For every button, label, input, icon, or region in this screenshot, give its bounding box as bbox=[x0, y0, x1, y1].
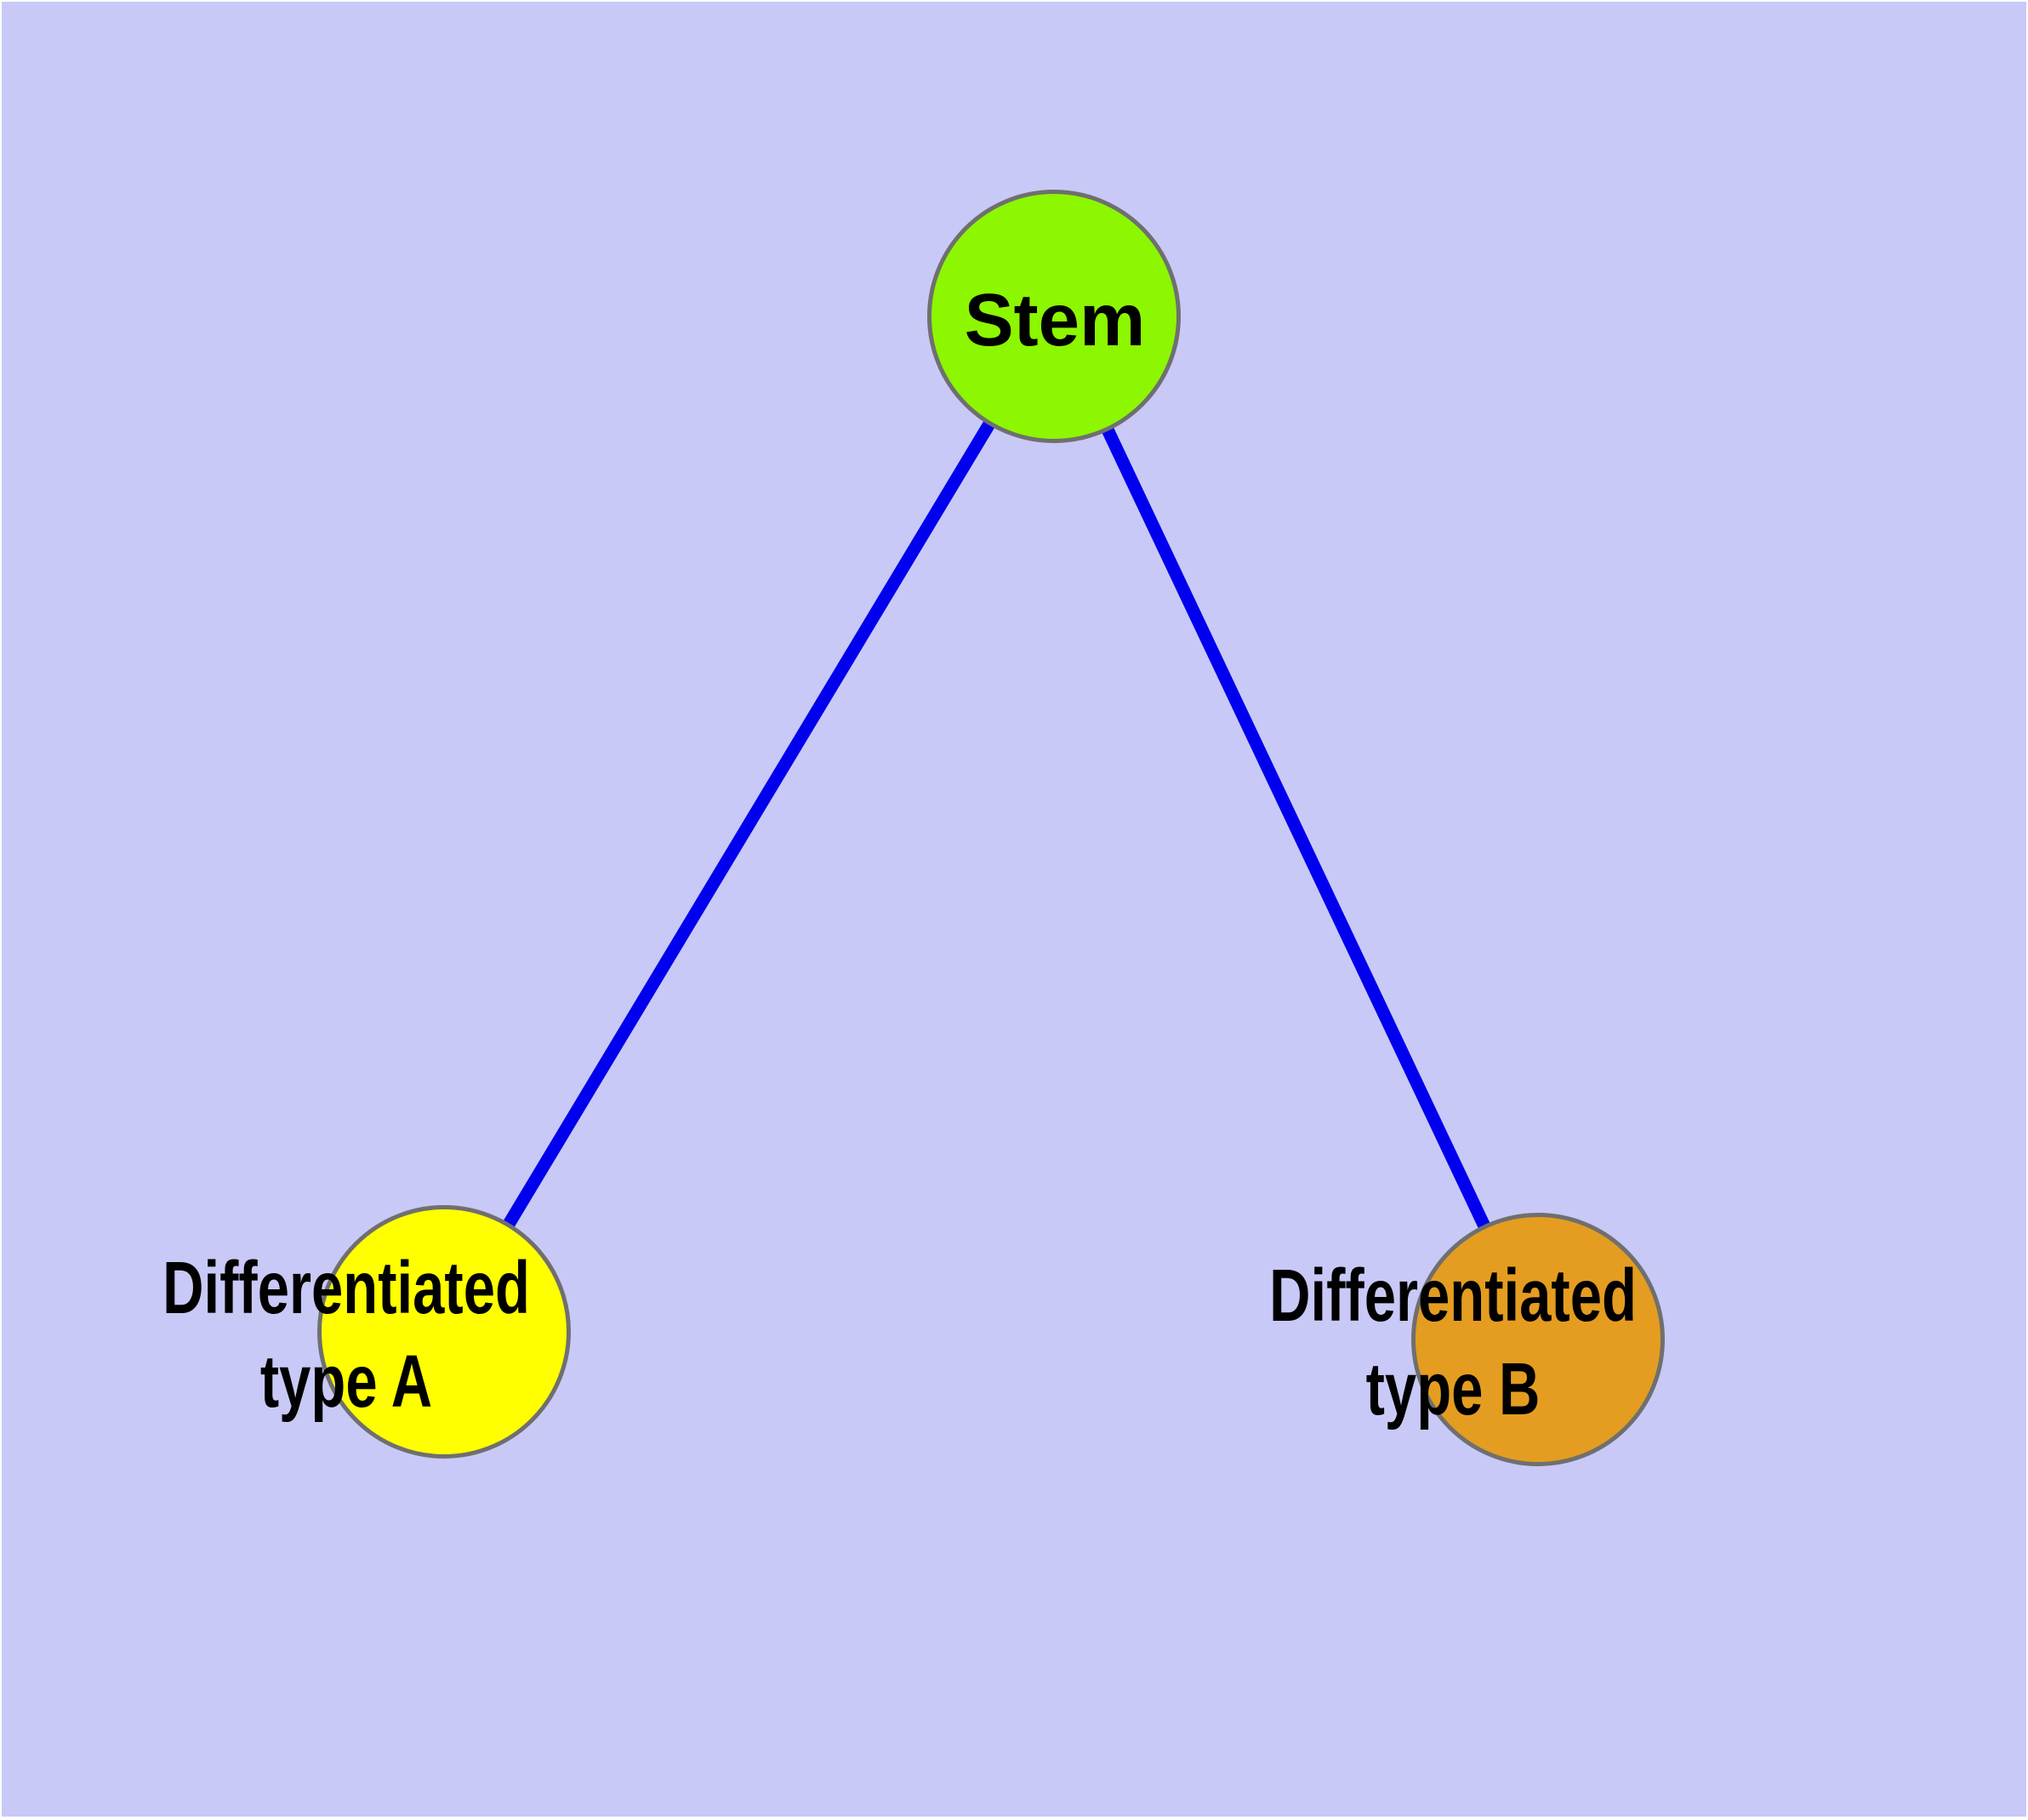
type-a-node-label: Differentiated type A bbox=[162, 1242, 530, 1429]
edge-stem-to-type-b bbox=[1048, 313, 1544, 1343]
type-b-label-line-2: type B bbox=[1365, 1348, 1541, 1430]
type-b-node-label: Differentiated type B bbox=[1269, 1249, 1637, 1436]
edge-stem-to-type-a bbox=[438, 313, 1060, 1335]
type-a-node bbox=[317, 1205, 571, 1459]
stem-node-label: Stem bbox=[964, 279, 1146, 361]
type-a-label-line-2: type A bbox=[259, 1340, 433, 1423]
stem-node bbox=[927, 190, 1181, 443]
type-b-node bbox=[1411, 1213, 1665, 1466]
type-a-label-line-1: Differentiated bbox=[162, 1247, 530, 1329]
type-b-label-line-1: Differentiated bbox=[1269, 1254, 1637, 1337]
